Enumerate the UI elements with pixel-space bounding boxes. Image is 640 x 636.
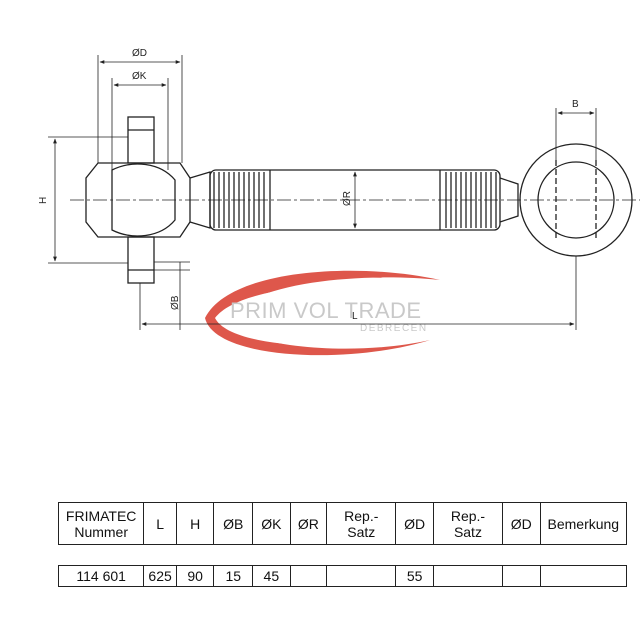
- header-rep-satz-2: Rep.-Satz: [432, 502, 504, 545]
- threaded-rod: [209, 169, 519, 231]
- spec-table-data: 114 601 625 90 15 45 55: [57, 565, 628, 587]
- header-od-2: ØD: [502, 502, 541, 545]
- cell-l: 625: [143, 565, 177, 587]
- header-line-2: Nummer: [74, 523, 128, 540]
- header-line-1: ØB: [223, 515, 244, 532]
- header-ok: ØK: [252, 502, 291, 545]
- cell-or: [289, 565, 328, 587]
- watermark-name: PRIM VOL TRADE: [230, 298, 422, 323]
- header-line-1: H: [190, 515, 201, 532]
- header-line-1: Rep.-: [344, 507, 379, 524]
- cell-ob: 15: [213, 565, 254, 587]
- cell-h: 90: [175, 565, 215, 587]
- dim-label-h: H: [38, 197, 49, 204]
- cell-ok: 45: [252, 565, 291, 587]
- header-line-1: FRIMATEC: [65, 507, 137, 524]
- table-row: 114 601 625 90 15 45 55: [57, 565, 628, 587]
- header-line-1: ØK: [261, 515, 282, 532]
- header-line-1: Rep.-: [450, 507, 486, 524]
- header-line-1: ØD: [510, 515, 532, 532]
- dim-label-l: L: [352, 311, 358, 322]
- dimensions: [48, 55, 597, 330]
- watermark-logo: PRIM VOL TRADE DEBRECEN: [205, 270, 440, 356]
- cell-od-2: [502, 565, 541, 587]
- watermark-city: DEBRECEN: [360, 323, 428, 334]
- header-l: L: [143, 502, 177, 545]
- cell-frimatec-nummer: 114 601: [57, 565, 145, 587]
- cell-od-1: 55: [395, 565, 434, 587]
- dim-label-r: ØR: [342, 191, 353, 206]
- header-bemerkung: Bemerkung: [539, 502, 628, 545]
- cell-rep-satz-2: [432, 565, 504, 587]
- header-line-1: Bemerkung: [547, 515, 620, 532]
- dim-label-b-top: B: [572, 99, 579, 110]
- technical-drawing: PRIM VOL TRADE DEBRECEN: [38, 48, 640, 356]
- cell-bemerkung: [539, 565, 628, 587]
- dim-label-b-side: ØB: [170, 295, 181, 310]
- header-line-2: Satz: [347, 523, 376, 540]
- dim-label-k: ØK: [132, 71, 147, 82]
- header-h: H: [175, 502, 215, 545]
- yoke-head: [85, 116, 211, 284]
- header-or: ØR: [289, 502, 328, 545]
- eye-end: [519, 143, 633, 257]
- header-line-2: Satz: [453, 523, 482, 540]
- header-rep-satz-1: Rep.-Satz: [326, 502, 397, 545]
- header-line-1: ØR: [297, 515, 319, 532]
- cell-rep-satz-1: [326, 565, 397, 587]
- header-od-1: ØD: [395, 502, 434, 545]
- header-line-1: ØD: [404, 515, 426, 532]
- header-ob: ØB: [213, 502, 254, 545]
- header-line-1: L: [156, 515, 164, 532]
- dim-label-d: ØD: [132, 48, 147, 59]
